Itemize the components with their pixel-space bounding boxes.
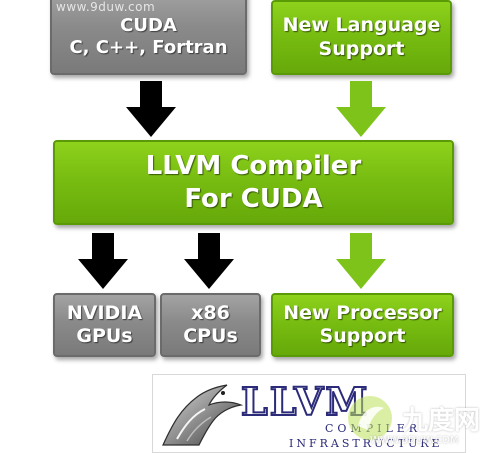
site-watermark-url: WWW.9DUW.COM xyxy=(370,435,459,446)
new-processor-box: New Processor Support xyxy=(271,293,454,357)
cuda-box-line-2: C, C++, Fortran xyxy=(69,36,228,58)
x86-cpus-box-line-1: x86 xyxy=(191,301,230,324)
llvm-compiler-box-line-1: LLVM Compiler xyxy=(145,151,362,181)
nvidia-gpus-box-line-1: NVIDIA xyxy=(66,301,143,324)
llvm-logo-line-2: INFRASTRUCTURE xyxy=(289,437,443,450)
down-arrow-icon xyxy=(336,233,386,289)
llvm-wordmark: LLVM xyxy=(240,378,370,425)
llvm-dragon-icon xyxy=(162,384,244,446)
x86-cpus-box: x86 CPUs xyxy=(160,293,261,357)
llvm-compiler-box-line-2: For CUDA xyxy=(184,183,323,214)
x86-cpus-box-line-2: CPUs xyxy=(183,325,238,347)
new-processor-box-line-1: New Processor xyxy=(283,301,442,324)
cuda-box-line-1: CUDA xyxy=(120,14,177,36)
new-language-box-line-1: New Language xyxy=(282,14,441,37)
down-arrow-icon xyxy=(78,233,128,289)
nvidia-gpus-box-line-2: GPUs xyxy=(76,325,133,347)
llvm-compiler-box: LLVM Compiler For CUDA xyxy=(53,140,454,225)
top-watermark: www.9duw.com xyxy=(56,0,156,14)
new-processor-box-line-2: Support xyxy=(319,325,406,347)
new-language-box: New Language Support xyxy=(271,0,452,75)
site-watermark-icon xyxy=(348,396,392,440)
new-language-box-line-2: Support xyxy=(318,37,405,60)
down-arrow-icon xyxy=(126,81,176,137)
cuda-box: CUDA C, C++, Fortran xyxy=(50,0,247,75)
nvidia-gpus-box: NVIDIA GPUs xyxy=(53,293,156,357)
down-arrow-icon xyxy=(336,81,386,137)
site-watermark-text: 九度网 xyxy=(402,406,480,436)
down-arrow-icon xyxy=(184,233,234,289)
